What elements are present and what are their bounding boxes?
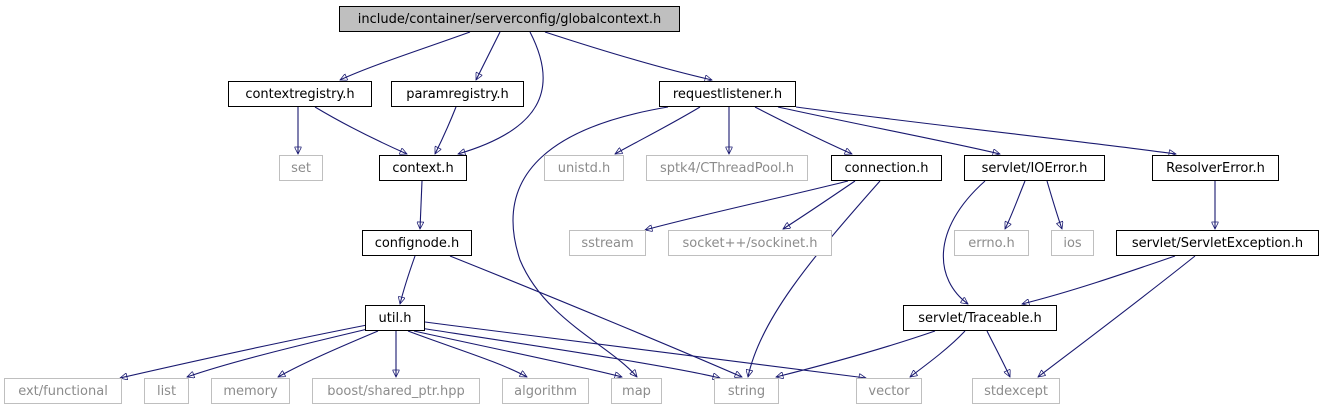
node-functional: ext/functional [4,378,122,404]
edge-root-to-context [458,31,544,154]
node-sstream: sstream [569,230,646,256]
node-contextregistry[interactable]: contextregistry.h [228,81,372,107]
edge-requestlistener-to-ioerror [777,106,1000,154]
node-root-globalcontext: include/container/serverconfig/globalcon… [339,6,680,32]
node-context[interactable]: context.h [379,155,467,181]
node-paramregistry[interactable]: paramregistry.h [391,81,524,107]
node-resolvererror[interactable]: ResolverError.h [1152,155,1279,181]
edge-traceable-to-string [776,330,936,377]
edge-servletexception-to-traceable [1022,255,1176,304]
node-requestlistener[interactable]: requestlistener.h [659,81,796,107]
edge-util-to-memory [278,330,379,378]
edge-ioerror-to-ios [1046,180,1062,229]
node-unistd: unistd.h [544,155,624,181]
node-ioerror[interactable]: servlet/IOError.h [964,155,1105,181]
edge-util-to-map [413,330,622,377]
edge-requestlistener-to-resolvererror [795,106,1176,154]
node-list: list [144,378,189,404]
edge-root-to-paramregistry [475,31,501,80]
node-set: set [279,155,323,181]
node-memory: memory [211,378,290,404]
node-sockinet: socket++/sockinet.h [668,230,832,256]
node-shared-ptr: boost/shared_ptr.hpp [312,378,480,404]
edge-ioerror-to-errno [1004,180,1026,229]
node-servletexception[interactable]: servlet/ServletException.h [1116,230,1319,256]
node-cthreadpool: sptk4/CThreadPool.h [646,155,808,181]
node-util[interactable]: util.h [365,305,425,331]
edge-traceable-to-stdexcept [986,330,1010,377]
edge-confignode-to-string [449,255,742,377]
node-algorithm: algorithm [502,378,589,404]
edge-context-to-confignode [420,180,422,229]
edge-util-to-string [419,327,720,378]
edge-confignode-to-util [400,255,416,304]
edge-requestlistener-to-connection [754,106,852,154]
edge-requestlistener-to-unistd [615,106,701,155]
node-string: string [714,378,779,404]
edge-ioerror-to-traceable [942,180,986,304]
edge-connection-to-sstream [645,180,849,230]
edge-connection-to-sockinet [783,180,856,230]
node-confignode[interactable]: confignode.h [362,230,472,256]
edge-util-to-algorithm [407,330,527,378]
edge-util-to-functional [120,324,368,378]
edge-paramregistry-to-context [434,106,457,154]
node-connection[interactable]: connection.h [831,155,942,181]
node-ios: ios [1051,230,1094,256]
edge-root-to-contextregistry [340,31,471,80]
node-traceable[interactable]: servlet/Traceable.h [903,305,1057,331]
node-stdexcept: stdexcept [972,378,1060,404]
edge-traceable-to-vector [910,330,966,377]
node-errno: errno.h [954,230,1029,256]
edge-servletexception-to-stdexcept [1038,255,1196,377]
edge-util-to-vector [424,321,866,378]
edge-root-to-requestlistener [544,31,712,80]
node-vector: vector [856,378,922,404]
edge-util-to-list [187,327,373,377]
edge-contextregistry-to-context [314,106,407,154]
edge-connection-to-string [748,180,881,377]
node-map: map [611,378,662,404]
